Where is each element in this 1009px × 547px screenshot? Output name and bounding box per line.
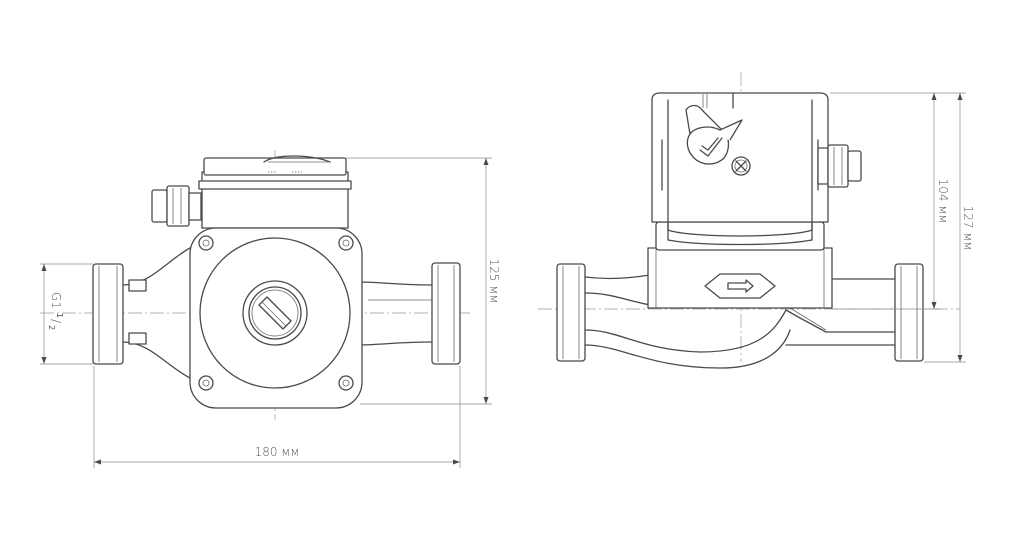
front-pipe-right-bottom — [359, 341, 433, 346]
front-view — [40, 150, 470, 420]
side-dimensions: 104 мм 127 мм — [830, 92, 975, 363]
side-pipe-left-top — [584, 274, 651, 280]
arrow-right-icon — [704, 273, 776, 299]
side-volute-bottom — [584, 329, 791, 369]
front-cable-gland-base — [188, 192, 202, 221]
side-left-union-nut — [556, 263, 586, 362]
dimension-thread-label: G1 1 / 2 — [47, 292, 64, 330]
dimension-height-side-total-label: 127 мм — [961, 206, 975, 251]
front-pipe-left-bottom — [121, 341, 191, 379]
front-right-union-nut — [431, 262, 461, 365]
front-left-tab-top — [128, 279, 147, 292]
front-cable-gland-body — [166, 185, 190, 227]
rotary-knob-icon — [685, 104, 743, 165]
side-cable-gland-base — [817, 147, 829, 185]
side-flange-block — [647, 247, 833, 309]
cross-screw-icon — [731, 156, 751, 176]
side-view — [538, 72, 960, 369]
dimension-height-side-body-label: 104 мм — [936, 179, 950, 224]
front-left-union-nut — [92, 263, 124, 365]
front-terminal-box-rim — [198, 180, 352, 190]
front-cover-knob — [263, 155, 331, 163]
front-cable-gland-cap — [151, 189, 168, 223]
side-right-union-nut — [894, 263, 924, 362]
svg-text:G1: G1 — [49, 292, 63, 309]
front-left-tab-bottom — [128, 332, 147, 345]
svg-text:1: 1 — [55, 313, 64, 318]
svg-text:/: / — [49, 319, 63, 323]
side-cable-gland-cap — [847, 150, 862, 182]
dimension-length-label: 180 мм — [255, 445, 300, 459]
front-dimensions: 180 мм 125 мм G1 1 / 2 — [40, 157, 501, 468]
svg-text:2: 2 — [47, 325, 56, 330]
dimension-height-front-label: 125 мм — [487, 259, 501, 304]
slotted-screw-icon — [242, 280, 308, 346]
front-pipe-right-top — [359, 281, 433, 286]
side-cable-gland-body — [827, 144, 849, 188]
front-corner-bolts — [198, 235, 354, 391]
